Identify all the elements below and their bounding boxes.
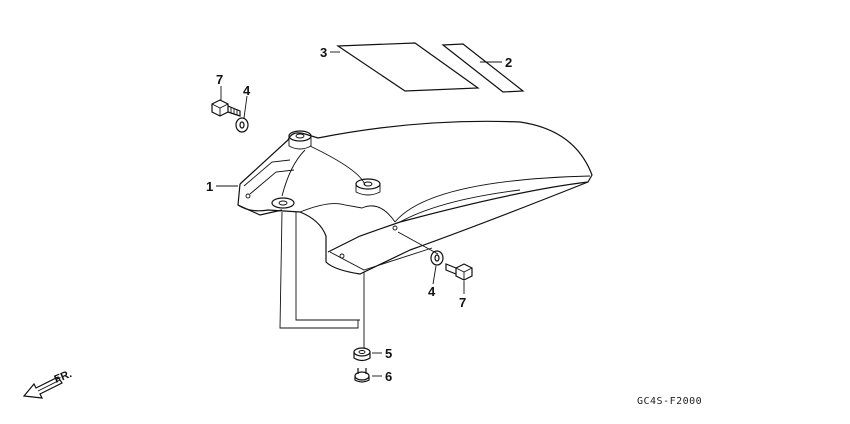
front-direction-label: FR. [53,368,74,386]
washer-part-4-upper [235,117,249,133]
washer-part-4-lower [430,250,444,266]
decal-part-3 [336,42,480,92]
callout-2: 2 [505,55,512,70]
callout-5: 5 [385,346,392,361]
screw-part-6 [354,368,370,383]
leader-bolt-right [397,231,439,255]
callout-1: 1 [206,179,213,194]
diagram-code: GC4S-F2000 [637,396,702,407]
grommet-part-5 [353,347,371,362]
mounting-reference-lines [279,211,365,348]
decal-part-2 [441,43,525,93]
callout-leaders [216,51,502,377]
rear-fender-part-1 [237,120,593,275]
bolt-part-7-lower [445,263,473,281]
bolt-part-7-upper [211,99,241,117]
front-direction-arrow-icon [22,376,63,399]
callout-3: 3 [320,45,327,60]
callout-4-upper: 4 [243,83,251,98]
callout-7-lower: 7 [459,295,466,310]
callout-4-lower: 4 [428,284,436,299]
callout-6: 6 [385,369,392,384]
callout-7-upper: 7 [216,72,223,87]
